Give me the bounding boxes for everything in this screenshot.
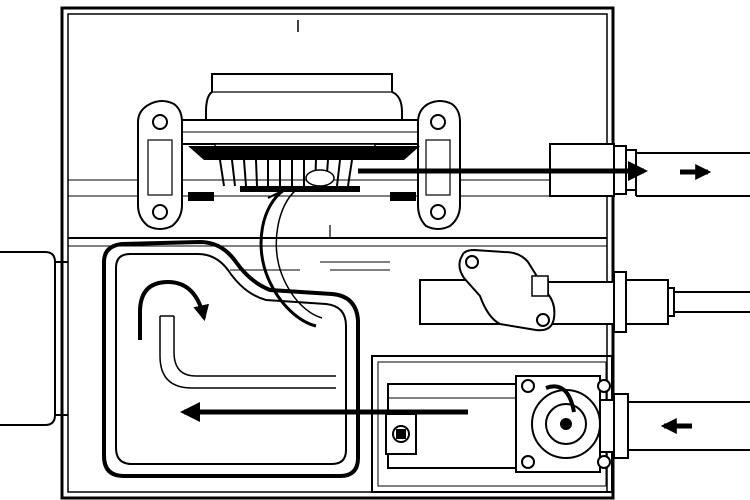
impeller xyxy=(188,146,420,192)
internal-tube xyxy=(159,315,336,389)
small-connector xyxy=(385,413,417,455)
inlet-pipe xyxy=(613,393,750,459)
mounting-flanges xyxy=(137,100,461,230)
flange-plate xyxy=(458,248,556,332)
impeller-flow-path xyxy=(259,188,323,328)
swirl-arrow xyxy=(138,279,210,340)
top-unit xyxy=(181,73,421,153)
left-cap xyxy=(0,251,68,426)
valve-assembly xyxy=(515,375,615,473)
chamber xyxy=(102,239,360,478)
riser-arrow xyxy=(267,189,285,199)
